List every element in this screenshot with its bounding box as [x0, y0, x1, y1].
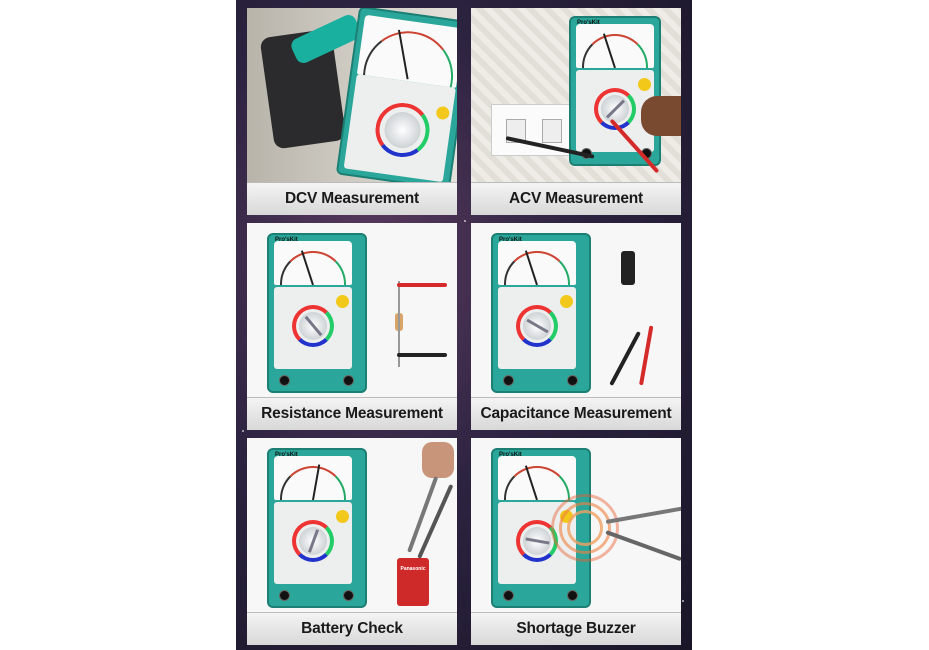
panel-capacitance: Pro'sKit Capacitance Measurement	[471, 223, 681, 430]
meter-brand: Pro'sKit	[577, 20, 600, 26]
caption-dcv: DCV Measurement	[247, 182, 457, 215]
multimeter: Pro'sKit	[491, 233, 591, 393]
resistance-scene: Pro'sKit	[247, 223, 457, 398]
grey-test-lead	[407, 476, 439, 553]
panel-buzzer: Pro'sKit Shortage Buzzer	[471, 438, 681, 645]
caption-capacitance: Capacitance Measurement	[471, 397, 681, 430]
meter-brand: Pro'sKit	[275, 452, 298, 458]
battery-scene: Pro'sKit Panasonic	[247, 438, 457, 613]
grey-test-lead	[417, 484, 454, 559]
black-test-lead	[609, 331, 641, 386]
battery-label: Panasonic	[400, 566, 426, 572]
red-test-lead	[639, 325, 654, 386]
capacitor	[621, 251, 635, 285]
wall-outlet	[491, 104, 577, 156]
caption-buzzer: Shortage Buzzer	[471, 612, 681, 645]
black-test-lead	[397, 353, 447, 357]
caption-battery: Battery Check	[247, 612, 457, 645]
meter-brand: Pro'sKit	[275, 237, 298, 243]
caption-acv: ACV Measurement	[471, 182, 681, 215]
star	[242, 430, 244, 432]
hand	[641, 96, 681, 136]
meter-brand: Pro'sKit	[499, 237, 522, 243]
meter-brand: Pro'sKit	[499, 452, 522, 458]
star	[464, 220, 466, 222]
grey-test-lead	[605, 506, 681, 524]
multimeter: Pro'sKit	[491, 448, 591, 608]
buzzer-scene: Pro'sKit	[471, 438, 681, 613]
capacitance-scene: Pro'sKit	[471, 223, 681, 398]
sound-wave-icon	[551, 494, 619, 562]
caption-resistance: Resistance Measurement	[247, 397, 457, 430]
star	[682, 600, 684, 602]
panel-resistance: Pro'sKit Resistance Measurement	[247, 223, 457, 430]
grey-test-lead	[605, 530, 681, 562]
multimeter: Pro'sKit	[267, 448, 367, 608]
hand	[422, 442, 454, 478]
multimeter: Pro'sKit	[569, 16, 661, 166]
panel-acv: Pro'sKit ACV Measurement	[471, 8, 681, 215]
battery: Panasonic	[397, 558, 429, 606]
red-test-lead	[397, 283, 447, 287]
panel-battery: Pro'sKit Panasonic Battery Check	[247, 438, 457, 645]
acv-scene: Pro'sKit	[471, 8, 681, 183]
dcv-scene	[247, 8, 457, 191]
photo-collage: DCV Measurement Pro'sKit ACV Measurement…	[236, 0, 692, 650]
multimeter: Pro'sKit	[267, 233, 367, 393]
panel-dcv: DCV Measurement	[247, 8, 457, 215]
